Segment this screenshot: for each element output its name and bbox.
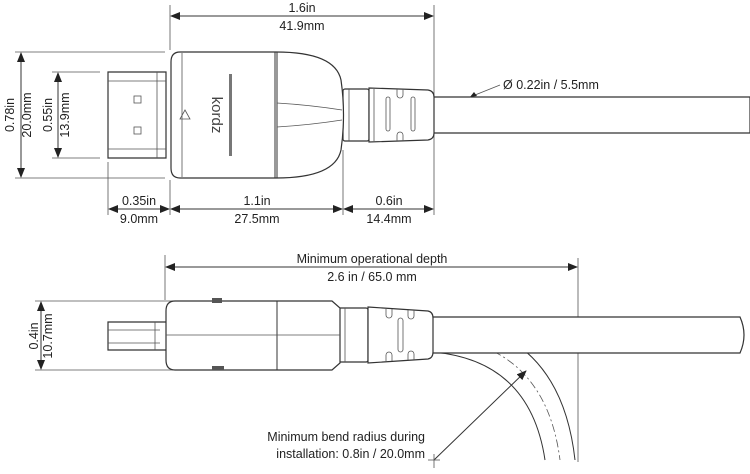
operational-depth-title: Minimum operational depth	[297, 252, 448, 266]
side-view: Minimum operational depth 2.6 in / 65.0 …	[27, 252, 745, 468]
thickness-mm: 10.7mm	[41, 313, 55, 358]
operational-depth-value: 2.6 in / 65.0 mm	[327, 270, 417, 284]
plug-length-in: 0.35in	[122, 194, 156, 208]
side-connector-body	[165, 300, 341, 371]
plug-height-mm: 13.9mm	[58, 92, 72, 137]
bend-radius-arrow	[433, 370, 527, 461]
body-length-in: 1.1in	[243, 194, 270, 208]
overall-length-in: 1.6in	[288, 1, 315, 15]
hdmi-plug-tip	[107, 71, 167, 159]
strain-relief-length-mm: 14.4mm	[366, 212, 411, 226]
cable-diameter-label: Ø 0.22in / 5.5mm	[503, 78, 599, 92]
body-height-in: 0.78in	[3, 98, 17, 132]
bend-radius-label-line2: installation: 0.8in / 20.0mm	[276, 447, 425, 461]
logo-bar	[229, 74, 232, 156]
strain-relief-length-in: 0.6in	[375, 194, 402, 208]
connector-body	[170, 51, 345, 179]
side-plug-tip	[107, 321, 169, 351]
bend-radius-label-line1: Minimum bend radius during	[267, 430, 425, 444]
thickness-in: 0.4in	[27, 322, 41, 349]
body-height-mm: 20.0mm	[20, 92, 34, 137]
body-length-mm: 27.5mm	[234, 212, 279, 226]
cable-top	[429, 96, 750, 134]
kordz-logo: kordz	[208, 97, 225, 134]
overall-length-mm: 41.9mm	[279, 19, 324, 33]
cable-straight	[429, 316, 745, 354]
plug-length-mm: 9.0mm	[120, 212, 158, 226]
triangle-icon	[179, 109, 191, 120]
top-view: 1.6in 41.9mm 0.78in 20.0mm 0.55in 13.9mm…	[3, 1, 750, 226]
plug-height-in: 0.55in	[41, 98, 55, 132]
